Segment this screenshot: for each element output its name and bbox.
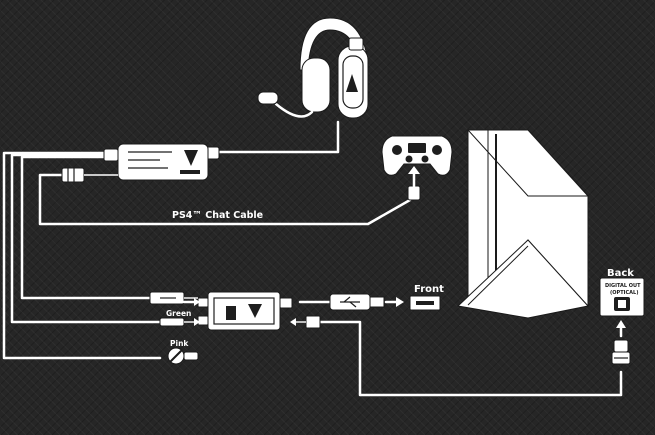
amp-to-pink-cable	[2, 151, 162, 360]
amp-to-green-cable	[10, 153, 162, 324]
headset-icon	[257, 17, 369, 119]
arrow-icon	[616, 320, 626, 338]
controller-icon	[381, 135, 453, 201]
transmitter-icon	[197, 291, 293, 331]
cables	[2, 120, 623, 397]
optical-plug-icon	[611, 339, 631, 365]
chat-cable	[38, 173, 412, 226]
usb-port-icon	[409, 295, 441, 311]
digital-out-label: DIGITAL OUT	[605, 283, 641, 289]
arrow-icon	[384, 297, 404, 307]
usb-plug-icon	[149, 291, 198, 305]
green-plug	[159, 317, 200, 327]
digital-out-sub-label: (OPTICAL)	[610, 290, 638, 296]
headset-cable	[213, 120, 340, 154]
pink-label: Pink	[170, 339, 189, 348]
optical-plug-icon	[290, 315, 321, 329]
amplifier-icon	[61, 143, 220, 183]
arrow-icon	[408, 166, 420, 188]
usb-plug-icon	[329, 293, 385, 311]
chat-cable-label: PS4™ Chat Cable	[172, 210, 263, 221]
optical-cable	[316, 320, 623, 397]
back-label: Back	[607, 268, 634, 279]
no-connect-icon	[167, 347, 199, 365]
console-icon	[456, 129, 590, 319]
green-label: Green	[166, 309, 191, 318]
optical-port-icon: DIGITAL OUT (OPTICAL)	[599, 277, 645, 317]
front-label: Front	[414, 284, 444, 295]
amp-to-usb-cable	[20, 155, 152, 300]
arrow-icon	[182, 298, 200, 306]
